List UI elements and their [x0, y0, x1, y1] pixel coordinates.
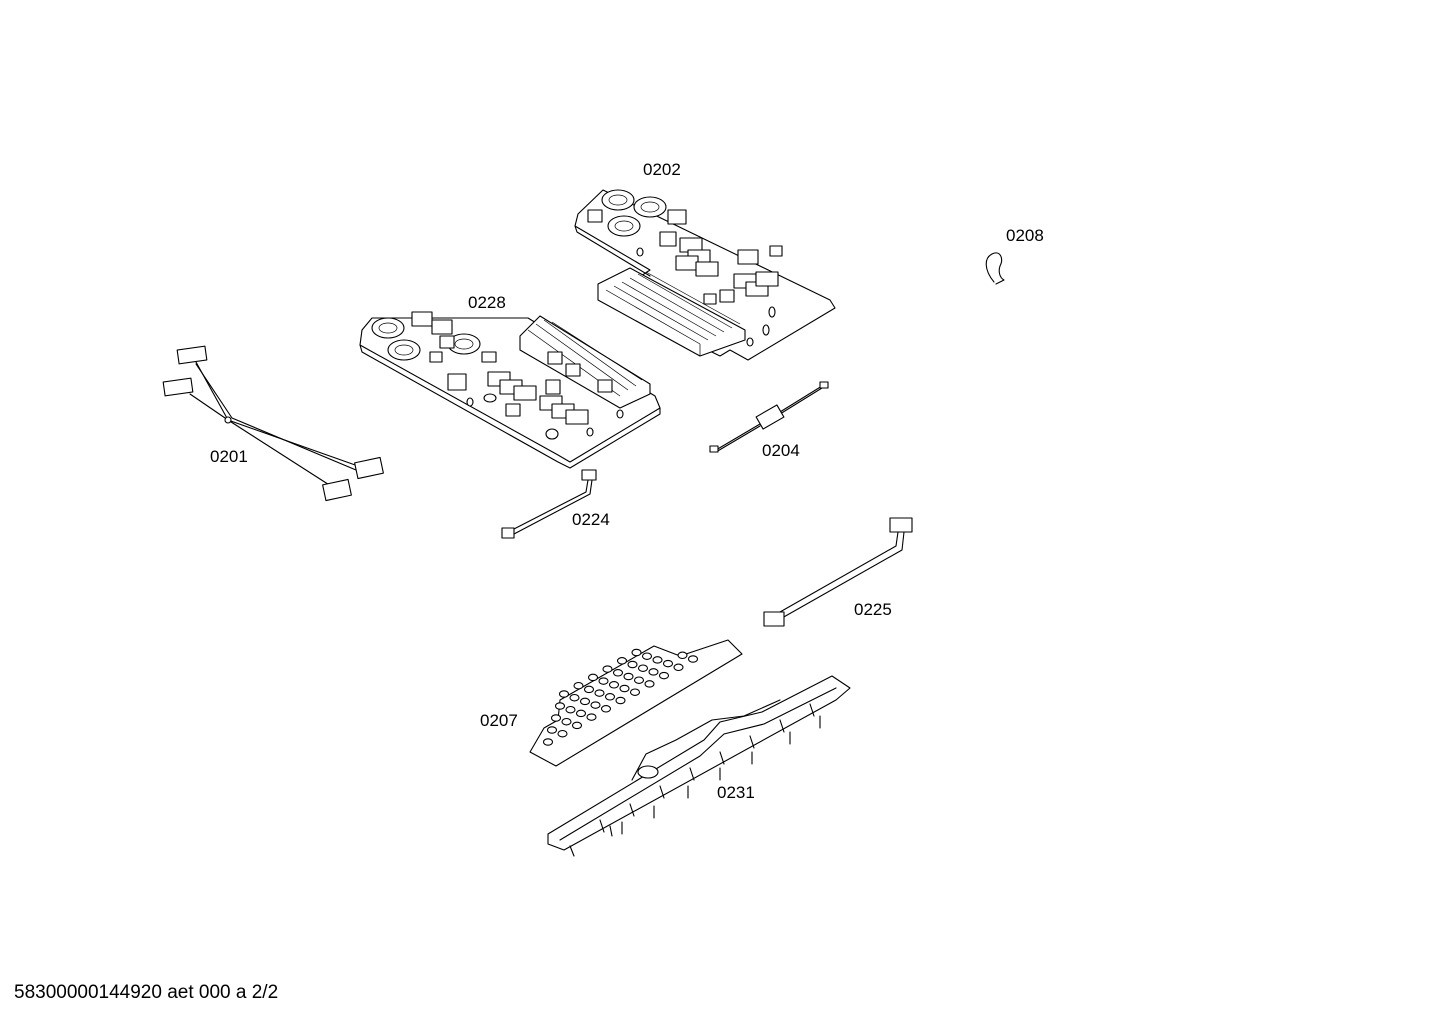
keypad-button-shape: [662, 659, 674, 668]
keypad-button-shape: [557, 729, 568, 738]
keypad-button-shape: [590, 701, 601, 709]
keypad-button-shape: [554, 702, 566, 710]
keypad-button-shape: [633, 676, 645, 684]
keypad-button-shape: [550, 714, 562, 722]
keypad-button-shape: [623, 672, 634, 681]
keypad-button-shape: [629, 688, 641, 696]
part-label-0208: 0208: [1006, 226, 1044, 245]
keypad-button-shape: [586, 713, 597, 721]
cable-0224-drawing: [501, 469, 597, 539]
keypad-button-shape: [677, 651, 688, 660]
cable-0204-drawing: [709, 381, 829, 453]
keypad-button-shape: [569, 693, 580, 702]
keypad-button-shape: [627, 660, 638, 669]
keypad-button-shape: [579, 697, 591, 706]
keypad-button-shape: [652, 656, 663, 664]
keypad-button-shape: [644, 680, 655, 688]
keypad-button-shape: [598, 677, 609, 685]
harness-0201-drawing: [162, 345, 384, 502]
part-label-0224: 0224: [572, 510, 610, 529]
frame-0231-drawing: [547, 675, 851, 857]
part-label-0231: 0231: [717, 783, 755, 802]
keypad-0207-drawing: [529, 639, 743, 767]
board-0202-drawing: [574, 189, 836, 361]
keypad-button-shape: [641, 652, 653, 660]
clip-0208-drawing: [985, 252, 1005, 285]
part-label-0225: 0225: [854, 600, 892, 619]
part-label-0201: 0201: [210, 447, 248, 466]
keypad-button-shape: [600, 705, 612, 713]
keypad-button-shape: [583, 685, 595, 694]
keypad-button-shape: [575, 709, 587, 718]
drawing-reference-number: 58300000144920 aet 000 a 2/2: [14, 982, 279, 1003]
keypad-button-shape: [571, 721, 583, 730]
keypad-button-shape: [631, 648, 642, 657]
keypad-button-shape: [637, 664, 649, 672]
keypad-button-shape: [658, 671, 670, 680]
part-label-0228: 0228: [468, 293, 506, 312]
keypad-button-shape: [615, 696, 626, 705]
part-label-0207: 0207: [480, 711, 518, 730]
keypad-button-shape: [612, 669, 624, 677]
part-label-0204: 0204: [762, 441, 800, 460]
keypad-button-shape: [573, 681, 584, 690]
keypad-button-shape: [648, 668, 659, 676]
keypad-button-shape: [561, 717, 572, 726]
keypad-button-shape: [616, 657, 628, 665]
keypad-button-shape: [558, 690, 570, 698]
keypad-button-shape: [594, 689, 605, 697]
board-0228-drawing: [359, 311, 661, 469]
part-label-0202: 0202: [643, 160, 681, 179]
keypad-button-shape: [546, 726, 558, 734]
keypad-button-shape: [565, 705, 576, 714]
keypad-button-shape: [542, 738, 554, 746]
keypad-button-shape: [619, 684, 630, 693]
keypad-button-shape: [673, 663, 684, 672]
keypad-button-shape: [587, 673, 599, 682]
cable-0225-drawing: [763, 517, 913, 627]
keypad-button-shape: [604, 693, 616, 701]
keypad-button-shape: [687, 655, 699, 663]
keypad-button-shape: [602, 665, 613, 673]
keypad-button-shape: [608, 681, 620, 689]
